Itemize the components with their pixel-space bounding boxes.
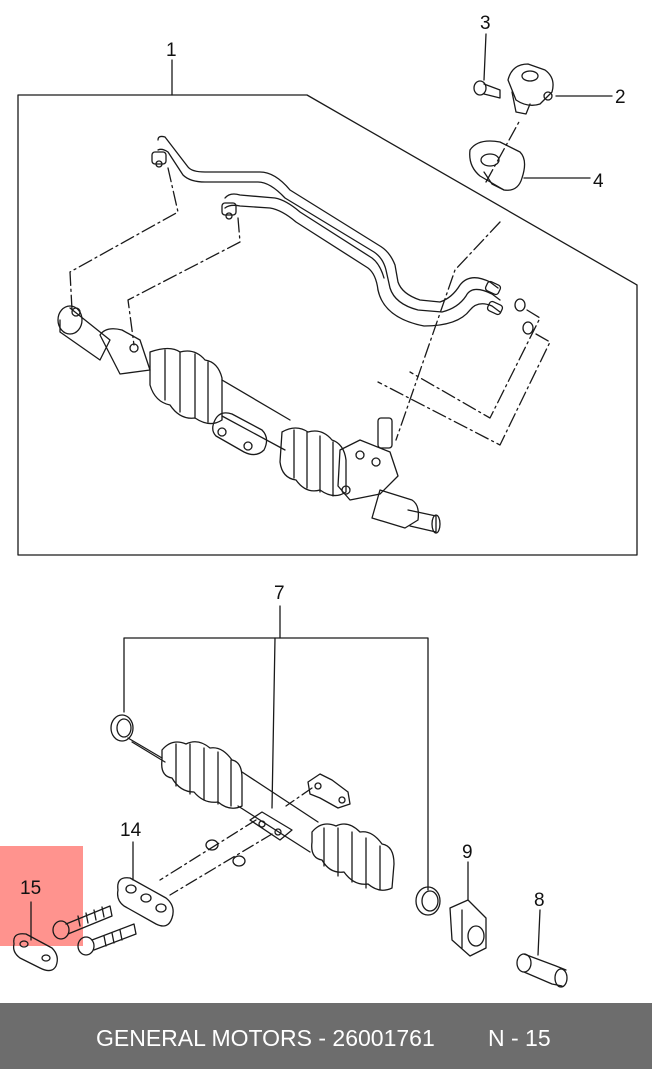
callout-1: 1 <box>166 40 177 61</box>
leader-line-8 <box>537 909 541 956</box>
callout-3: 3 <box>480 13 491 34</box>
exploded-parts-diagram: 1 2 3 4 7 8 9 14 15 <box>12 13 638 988</box>
part-4-bushing <box>469 140 526 191</box>
part-8-tie-rod-end <box>516 953 568 988</box>
callout-9: 9 <box>462 842 473 863</box>
leader-line-7-center <box>271 637 276 809</box>
seal-ring-right <box>415 886 441 916</box>
part-9-clamp-bushing <box>449 899 487 957</box>
washers <box>205 839 246 867</box>
callout-labels: 1 2 3 4 7 8 9 14 15 <box>20 13 626 911</box>
seal-ring-left <box>110 714 134 742</box>
callout-15: 15 <box>20 878 41 899</box>
pipe-fittings <box>151 151 534 335</box>
bracket-line-7 <box>123 637 429 891</box>
callout-14: 14 <box>120 820 142 841</box>
footer-bar: GENERAL MOTORS - 26001761 N - 15 <box>0 1003 652 1069</box>
connection-dash-lines-upper <box>69 119 551 446</box>
footer-brand-part-number: GENERAL MOTORS - 26001761 <box>96 1025 435 1051</box>
connection-dash-lines-lower <box>159 787 313 896</box>
part-15-shim-plate <box>12 933 58 972</box>
steering-rack-upper <box>57 305 441 534</box>
assembly-frame-upper <box>17 94 638 556</box>
callout-2: 2 <box>615 87 626 108</box>
part-14-plate <box>116 877 174 927</box>
callout-8: 8 <box>534 890 545 911</box>
pressure-pipes <box>157 135 501 327</box>
bolts-lower <box>52 905 137 956</box>
part-2-mount-clamp <box>507 63 554 115</box>
steering-rack-lower <box>127 737 395 891</box>
mount-bracket-lower <box>307 773 351 809</box>
leader-line-3 <box>483 33 487 81</box>
callout-4: 4 <box>593 171 604 192</box>
callout-7: 7 <box>274 583 285 604</box>
part-3-bolt <box>473 80 501 99</box>
footer-reference: N - 15 <box>488 1025 551 1051</box>
